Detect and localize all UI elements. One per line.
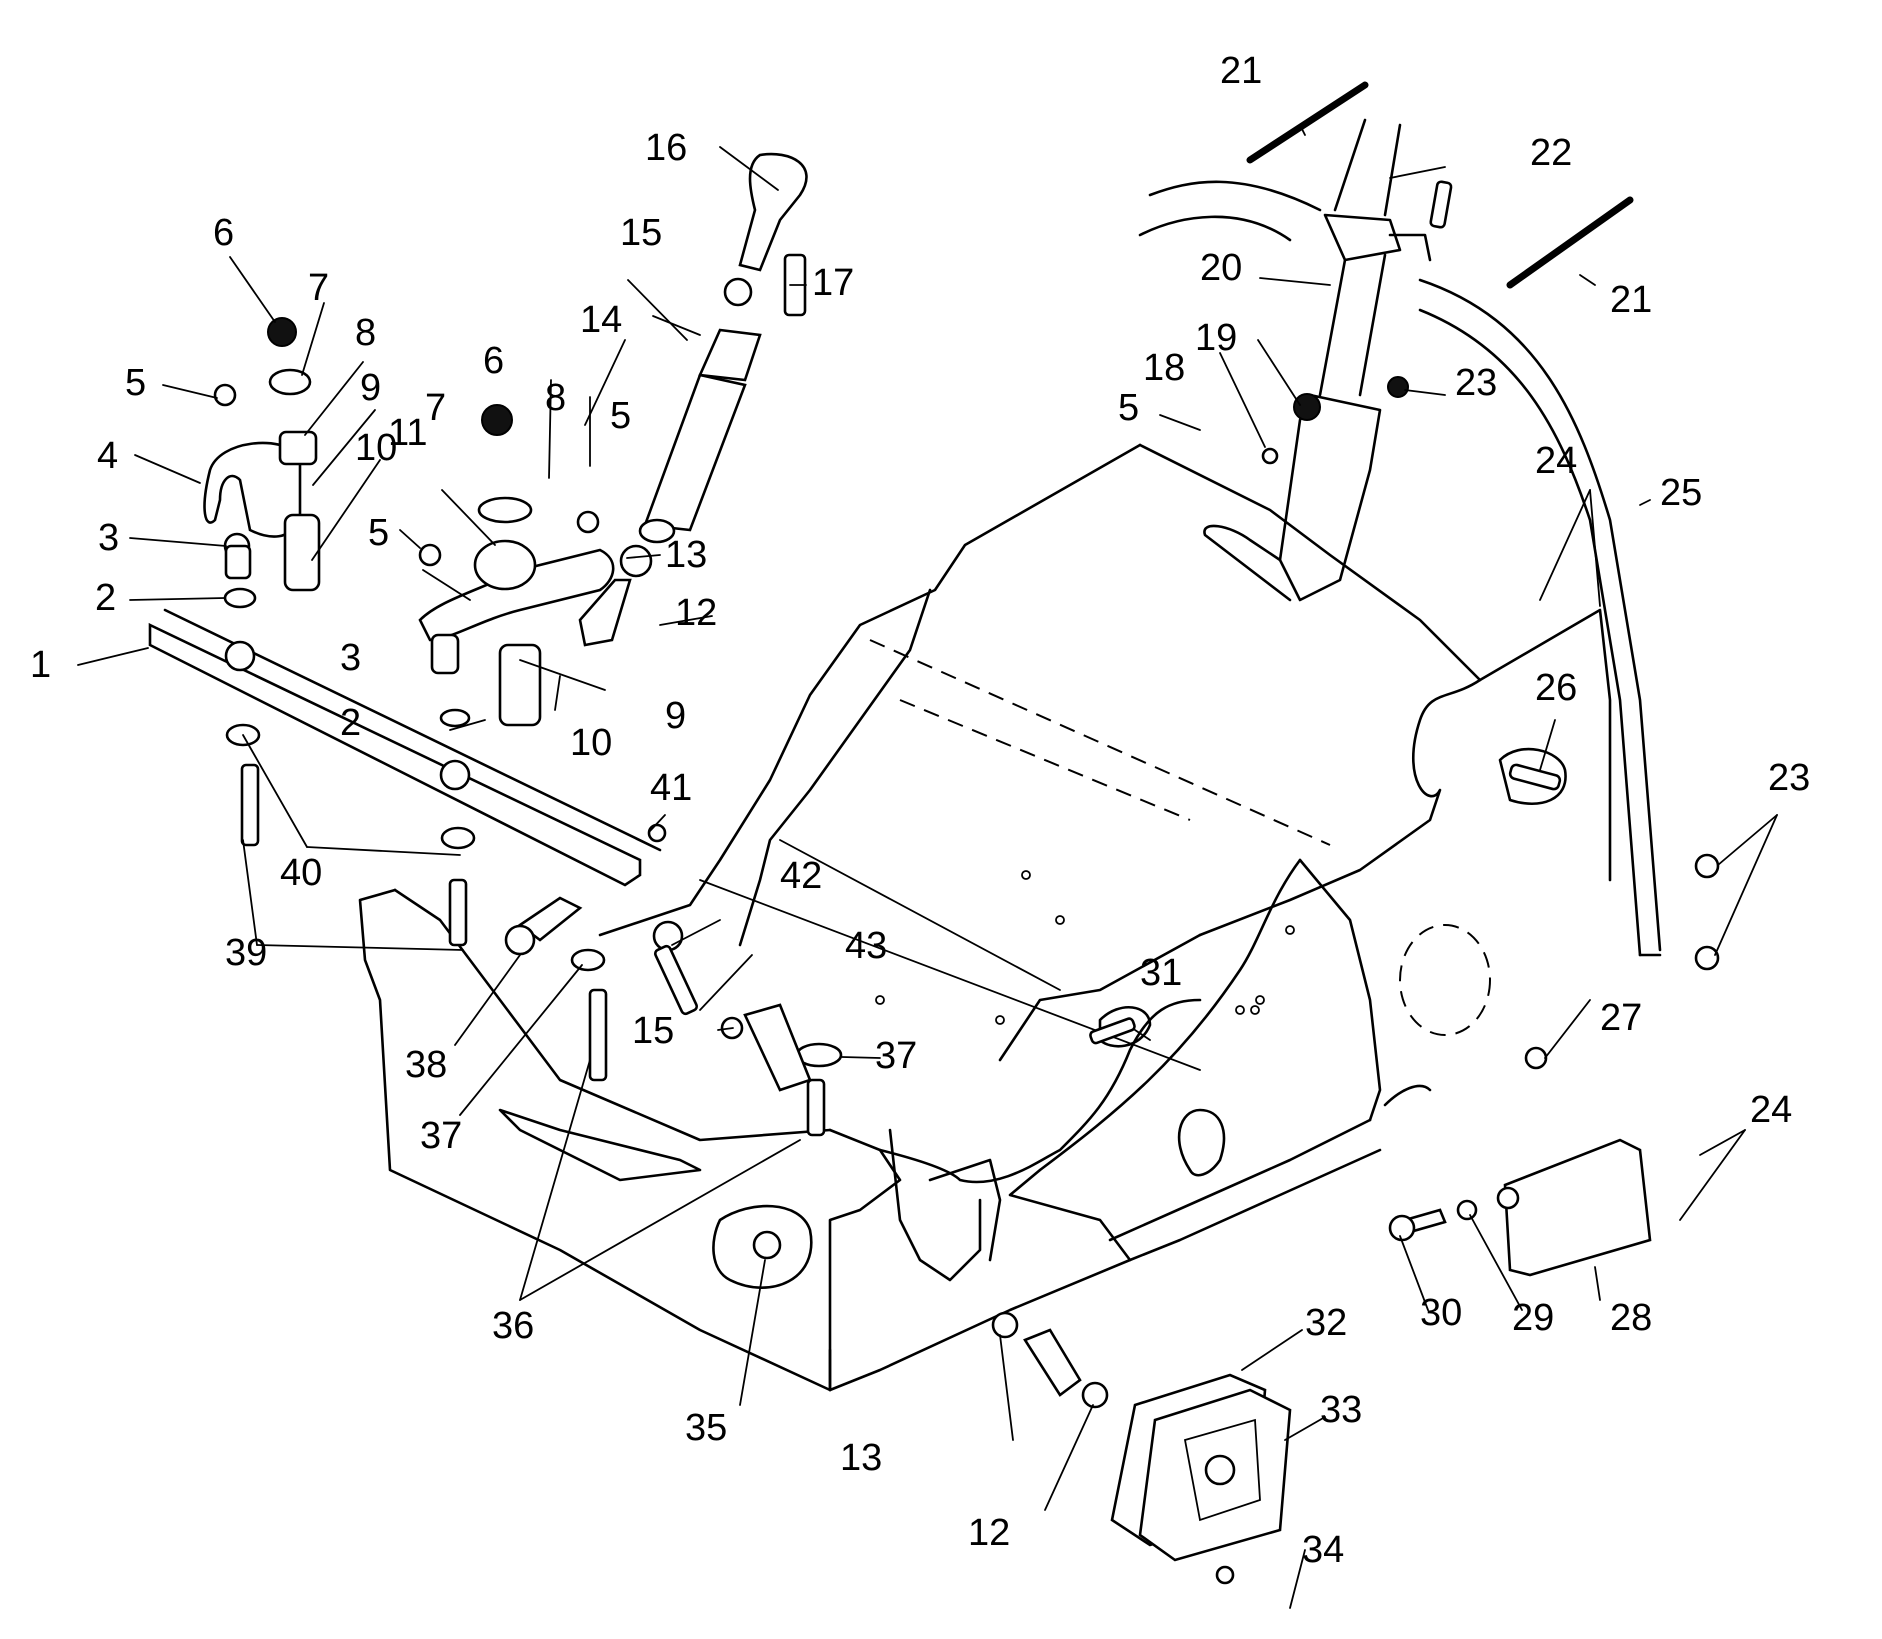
callout-5: 5 <box>1118 387 1139 429</box>
callout-40: 40 <box>280 852 322 894</box>
callout-28: 28 <box>1610 1297 1652 1339</box>
callout-10: 10 <box>570 722 612 764</box>
leader-lines <box>77 124 1778 1609</box>
callout-19: 19 <box>1195 317 1237 359</box>
steering-assembly <box>1138 81 1662 957</box>
callout-4: 4 <box>97 435 118 477</box>
steering-linkage-parts <box>148 152 1720 1585</box>
callout-41: 41 <box>650 767 692 809</box>
callout-15: 15 <box>620 212 662 254</box>
callout-2: 2 <box>95 577 116 619</box>
callout-7: 7 <box>425 387 446 429</box>
callout-38: 38 <box>405 1044 447 1086</box>
callout-7: 7 <box>308 267 329 309</box>
callout-33: 33 <box>1320 1389 1362 1431</box>
callout-1: 1 <box>30 644 51 686</box>
callout-18: 18 <box>1143 347 1185 389</box>
callout-9: 9 <box>665 695 686 737</box>
callout-34: 34 <box>1302 1529 1344 1571</box>
callout-5: 5 <box>610 395 631 437</box>
callout-labels: 1 2 2 3 3 4 5 5 5 5 6 6 7 7 8 8 9 9 10 1… <box>30 50 1810 1571</box>
callout-2: 2 <box>340 702 361 744</box>
callout-25: 25 <box>1660 472 1702 514</box>
callout-37: 37 <box>420 1115 462 1157</box>
callout-35: 35 <box>685 1407 727 1449</box>
callout-24: 24 <box>1535 440 1577 482</box>
callout-13: 13 <box>840 1437 882 1479</box>
callout-13: 13 <box>665 534 707 576</box>
callout-15: 15 <box>632 1010 674 1052</box>
callout-37: 37 <box>875 1035 917 1077</box>
callout-5: 5 <box>125 362 146 404</box>
callout-29: 29 <box>1512 1297 1554 1339</box>
callout-8: 8 <box>355 312 376 354</box>
callout-43: 43 <box>845 925 887 967</box>
callout-24: 24 <box>1750 1089 1792 1131</box>
callout-12: 12 <box>968 1512 1010 1554</box>
callout-17: 17 <box>812 262 854 304</box>
callout-21: 21 <box>1610 279 1652 321</box>
callout-31: 31 <box>1140 952 1182 994</box>
callout-6: 6 <box>213 212 234 254</box>
callout-8: 8 <box>545 377 566 419</box>
callout-39: 39 <box>225 932 267 974</box>
callout-42: 42 <box>780 855 822 897</box>
callout-26: 26 <box>1535 667 1577 709</box>
callout-12: 12 <box>675 592 717 634</box>
callout-6: 6 <box>483 340 504 382</box>
callout-23: 23 <box>1768 757 1810 799</box>
callout-27: 27 <box>1600 997 1642 1039</box>
callout-3: 3 <box>340 637 361 679</box>
callout-14: 14 <box>580 299 622 341</box>
callout-32: 32 <box>1305 1302 1347 1344</box>
callout-11: 11 <box>388 412 427 454</box>
callout-30: 30 <box>1420 1292 1462 1334</box>
callout-16: 16 <box>645 127 687 169</box>
callout-22: 22 <box>1530 132 1572 174</box>
callout-9: 9 <box>360 367 381 409</box>
callout-23: 23 <box>1455 362 1497 404</box>
callout-36: 36 <box>492 1305 534 1347</box>
callout-21: 21 <box>1220 50 1262 92</box>
callout-20: 20 <box>1200 247 1242 289</box>
callout-5: 5 <box>368 512 389 554</box>
callout-10: 10 <box>355 427 397 469</box>
chassis-bulkhead <box>358 443 1612 1392</box>
callout-3: 3 <box>98 517 119 559</box>
